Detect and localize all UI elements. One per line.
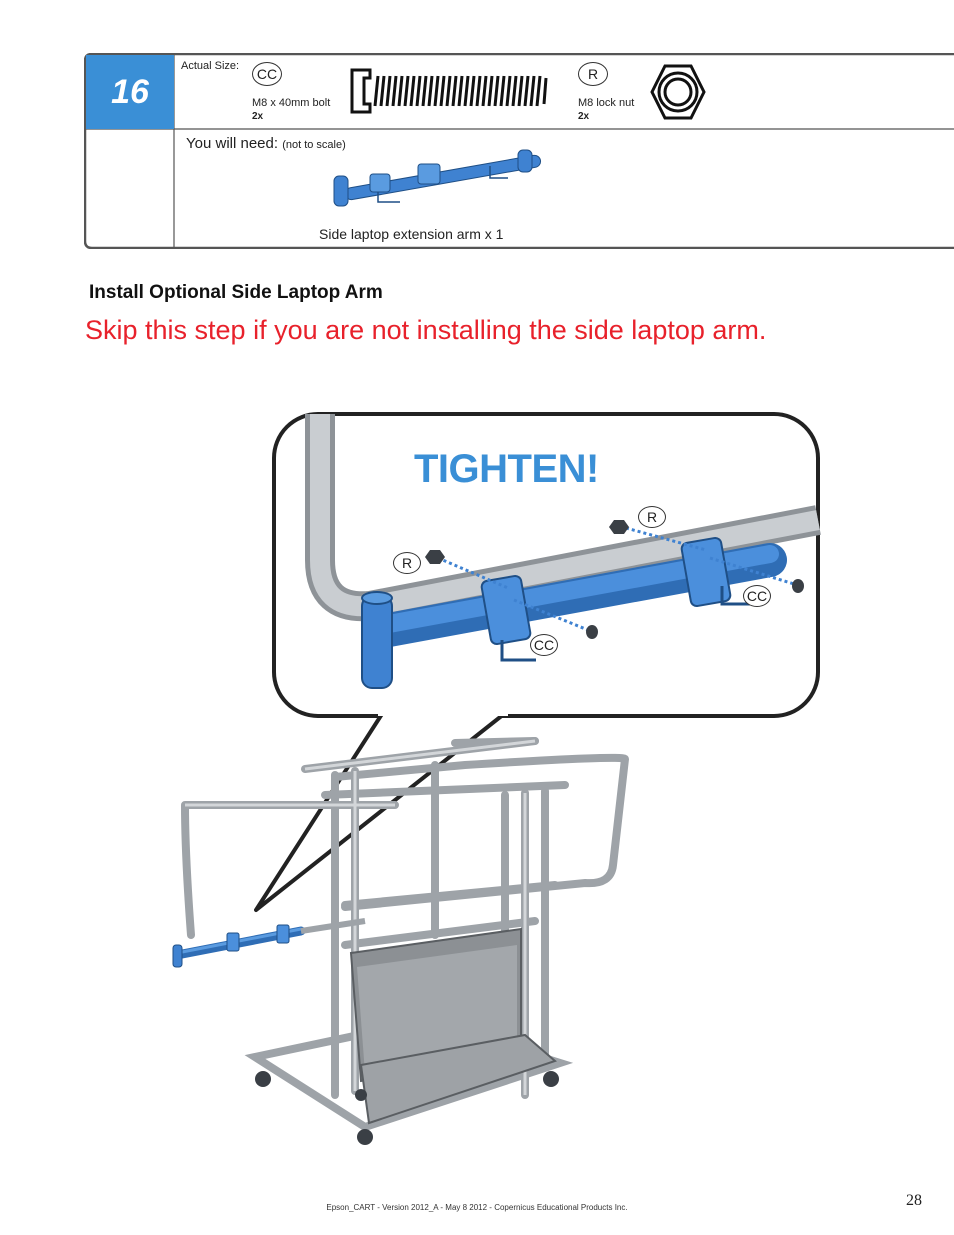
step-number-badge: 16 xyxy=(86,55,174,129)
nut-qty: 2x xyxy=(578,111,590,122)
callout-label-cc-left: CC xyxy=(530,634,558,656)
callout-label-cc-right: CC xyxy=(743,585,771,607)
nut-name: M8 lock nut xyxy=(578,97,635,109)
arm-caption: Side laptop extension arm x 1 xyxy=(319,226,504,242)
side-laptop-arm-illustration xyxy=(333,149,542,207)
part-code-cc: CC xyxy=(252,62,282,86)
actual-size-label: Actual Size: xyxy=(181,60,240,72)
bolt-icon xyxy=(350,68,548,114)
step-number: 16 xyxy=(111,72,149,111)
part-code-r: R xyxy=(578,62,608,86)
footer-text: Epson_CART - Version 2012_A - May 8 2012… xyxy=(326,1203,628,1212)
bolt-qty: 2x xyxy=(252,111,264,122)
tighten-heading: TIGHTEN! xyxy=(414,447,599,491)
callout-pointer xyxy=(254,702,508,912)
callout-label-r-lower: R xyxy=(393,552,421,574)
callout-bubble xyxy=(272,412,821,718)
page-number: 28 xyxy=(906,1192,922,1209)
not-to-scale-note: (not to scale) xyxy=(282,139,346,151)
cart-illustration xyxy=(172,737,630,1145)
callout-label-r-upper: R xyxy=(638,506,666,528)
you-will-need-label: You will need: xyxy=(186,135,279,152)
bolt-name: M8 x 40mm bolt xyxy=(252,97,331,109)
lock-nut-icon xyxy=(650,64,706,120)
step-header-box xyxy=(84,53,954,249)
skip-warning: Skip this step if you are not installing… xyxy=(85,315,767,345)
you-will-need: You will need: (not to scale) xyxy=(186,135,346,152)
section-title: Install Optional Side Laptop Arm xyxy=(89,282,383,303)
